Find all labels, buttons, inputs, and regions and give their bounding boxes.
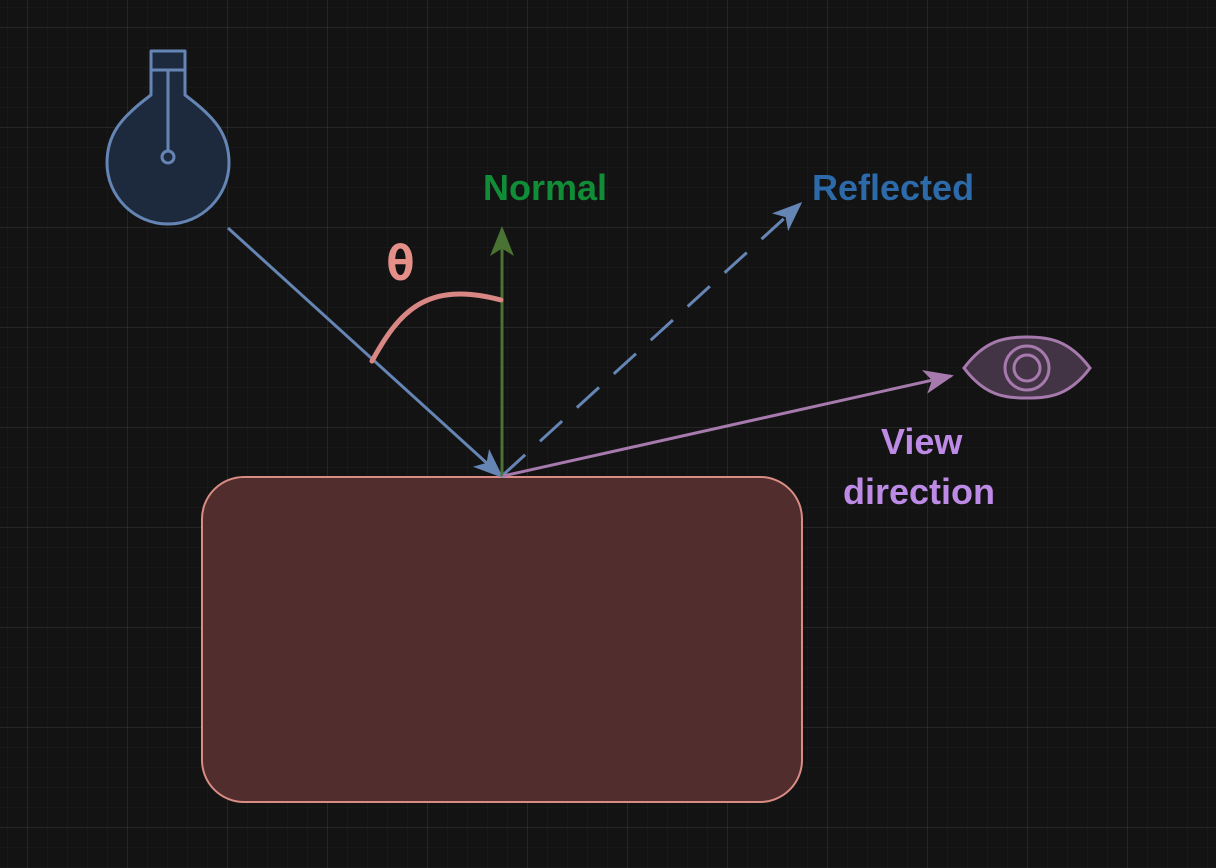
surface xyxy=(201,476,803,803)
theta-label: θ xyxy=(386,236,415,292)
angle-arc xyxy=(369,291,504,364)
eye-icon xyxy=(962,335,1092,400)
light-bulb-icon xyxy=(105,49,231,226)
normal-label: Normal xyxy=(483,167,608,208)
view-direction-label-line2: direction xyxy=(843,471,996,512)
view-direction-label-line1: View xyxy=(881,421,963,462)
incident-ray xyxy=(226,226,504,479)
reflected-ray xyxy=(501,201,803,477)
view-ray xyxy=(502,370,954,478)
reflected-label: Reflected xyxy=(812,167,975,208)
